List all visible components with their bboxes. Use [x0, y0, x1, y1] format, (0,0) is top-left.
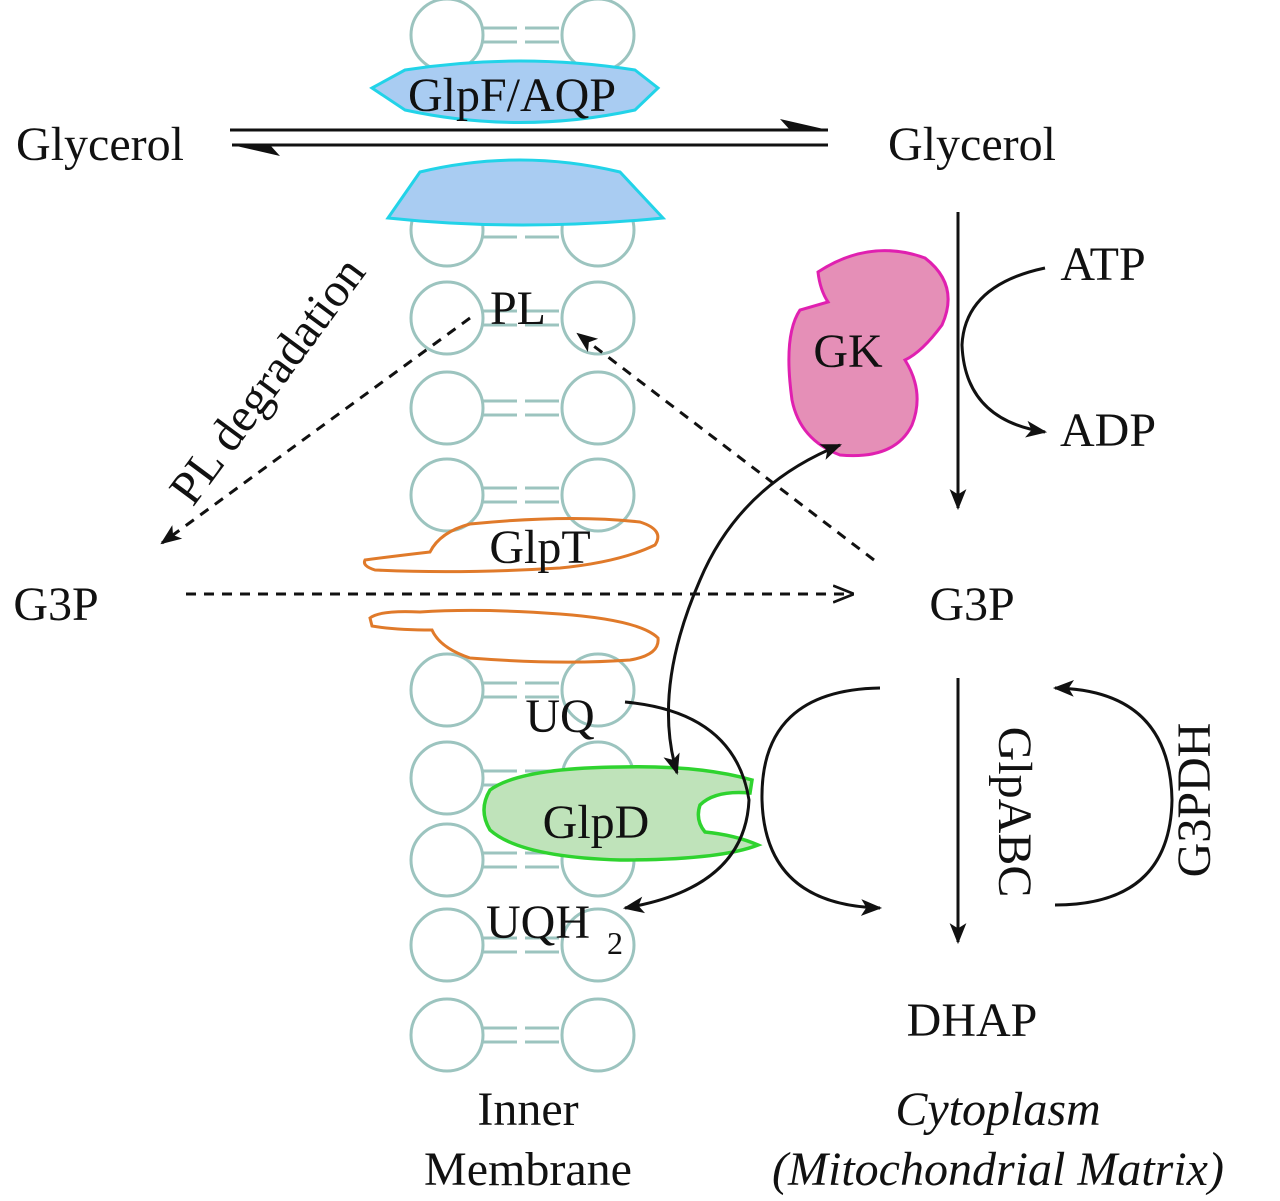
uqh2-label: UQH 2 — [486, 896, 623, 961]
lipid-head — [560, 370, 636, 446]
g3p-inside-label: G3P — [929, 578, 1014, 631]
cytoplasm-line2: (Mitochondrial Matrix) — [772, 1143, 1224, 1196]
glycerol-inside-label: Glycerol — [888, 118, 1056, 171]
glpt-transporter: GlpT — [363, 516, 660, 664]
lipid-head — [409, 0, 485, 73]
g3pdh-label: G3PDH — [1168, 723, 1221, 878]
glycerol-arrow-in-head — [780, 119, 828, 130]
uqh2-base: UQH — [486, 896, 590, 949]
lipid-head — [560, 997, 636, 1073]
g3pdh-arrow — [1052, 679, 1174, 907]
lipid-bilayer — [409, 0, 636, 1073]
glpt-label: GlpT — [489, 521, 590, 574]
lipid-head — [560, 907, 636, 983]
atp-label: ATP — [1060, 238, 1145, 291]
gk-label: GK — [813, 325, 883, 378]
gk-glpd-arrow — [663, 443, 842, 776]
glpf-lower-lobe — [385, 158, 667, 227]
lipid-head — [560, 457, 636, 533]
lipid-pair — [409, 907, 636, 983]
pl-label: PL — [490, 282, 546, 335]
lipid-pair — [409, 457, 636, 533]
lipid-head — [560, 280, 636, 356]
lipid-head — [409, 907, 485, 983]
cytoplasm-line1: Cytoplasm — [895, 1083, 1100, 1136]
g3p-outside-label: G3P — [13, 578, 98, 631]
dhap-label: DHAP — [907, 994, 1038, 1047]
glycerol-arrow-out-head — [232, 145, 280, 156]
lipid-pair — [409, 652, 636, 728]
lipid-head — [409, 997, 485, 1073]
glycerol-outside-label: Glycerol — [16, 118, 184, 171]
pl-degradation-arrow — [160, 316, 471, 545]
lipid-head — [409, 457, 485, 533]
uq-to-uqh2-arrow — [622, 700, 751, 914]
glpt-lower-lobe — [368, 608, 660, 664]
pl-degradation-label: PL degradation — [159, 247, 376, 514]
glpf-upper-lobe — [369, 59, 661, 124]
lipid-head — [409, 280, 485, 356]
glpf-aqp-label: GlpF/AQP — [408, 69, 616, 122]
glpd-enzyme-shape — [482, 765, 763, 862]
glpd-label: GlpD — [543, 796, 650, 849]
uq-label: UQ — [525, 690, 594, 743]
glycerol-transport-arrows — [230, 119, 828, 156]
lipid-head — [560, 0, 636, 73]
lipid-head — [409, 652, 485, 728]
adp-label: ADP — [1060, 404, 1156, 457]
lipid-head — [409, 822, 485, 898]
gk-enzyme-shape — [787, 249, 950, 458]
lipid-head — [409, 370, 485, 446]
lipid-pair — [409, 370, 636, 446]
glpt-upper-lobe — [363, 516, 660, 574]
glpabc-label: GlpABC — [988, 727, 1041, 898]
inner-membrane-line2: Membrane — [424, 1143, 632, 1196]
atp-to-adp-arrow — [960, 266, 1048, 438]
lipid-head — [560, 652, 636, 728]
glpf-aqp-channel: GlpF/AQP — [369, 59, 667, 227]
glpd-reaction-arc — [760, 686, 883, 916]
inner-membrane-line1: Inner — [477, 1083, 578, 1136]
lipid-pair — [409, 997, 636, 1073]
lipid-head — [409, 740, 485, 816]
uqh2-subscript: 2 — [607, 925, 623, 961]
